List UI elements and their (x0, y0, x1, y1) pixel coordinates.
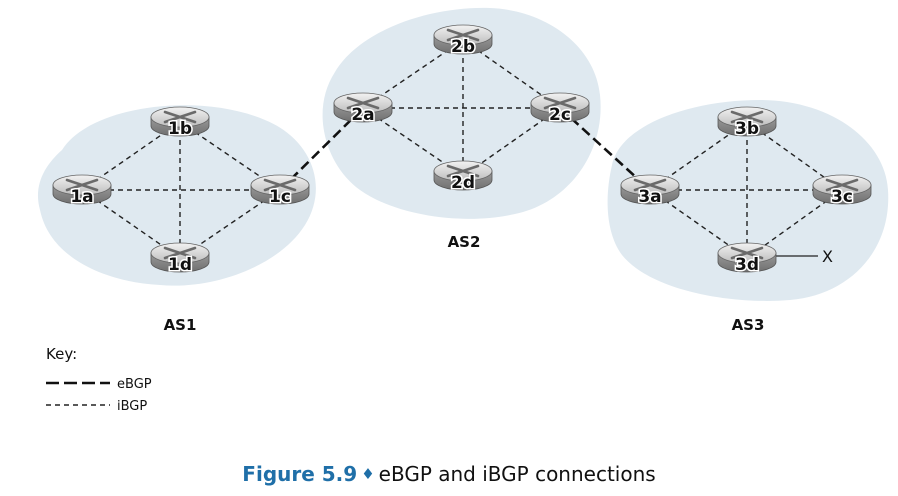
router-1b: 1b (150, 106, 210, 141)
router-label: 1d (168, 255, 192, 275)
router-2c: 2c (530, 92, 590, 127)
router-label: 3b (735, 119, 759, 139)
router-label: 3c (831, 187, 853, 207)
router-arrows-icon (446, 28, 480, 42)
router-arrows-icon (730, 110, 764, 124)
router-3d: 3d (717, 242, 777, 277)
router-2d: 2d (433, 160, 493, 195)
router-label: 1a (70, 187, 93, 207)
as1-label: AS1 (164, 316, 197, 334)
router-arrows-icon (346, 96, 380, 110)
router-arrows-icon (163, 110, 197, 124)
router-label: 1b (168, 119, 192, 139)
routers: 1a 1b 1c 1d 2a 2b 2c 2d 3a 3b 3c 3d (52, 24, 872, 277)
caption-text: eBGP and iBGP connections (378, 462, 656, 486)
router-label: 3d (735, 255, 759, 275)
router-label: 2b (451, 37, 475, 57)
router-arrows-icon (730, 246, 764, 260)
router-3a: 3a (620, 174, 680, 209)
router-1d: 1d (150, 242, 210, 277)
router-label: 1c (269, 187, 291, 207)
router-1a: 1a (52, 174, 112, 209)
figure-caption: Figure 5.9♦eBGP and iBGP connections (0, 462, 898, 486)
as2-label: AS2 (448, 233, 481, 251)
router-1c: 1c (250, 174, 310, 209)
external-link: X (776, 247, 833, 266)
router-arrows-icon (543, 96, 577, 110)
figure-number: Figure 5.9 (242, 462, 358, 486)
legend-ibgp-label: iBGP (117, 399, 147, 414)
ebgp-link-2c-3a (559, 107, 651, 191)
router-3c: 3c (812, 174, 872, 209)
legend-ebgp-label: eBGP (117, 377, 152, 392)
router-label: 2a (351, 105, 374, 125)
router-arrows-icon (633, 178, 667, 192)
router-arrows-icon (825, 178, 859, 192)
router-2b: 2b (433, 24, 493, 59)
legend-title: Key: (46, 345, 77, 363)
as3-label: AS3 (732, 316, 765, 334)
router-arrows-icon (163, 246, 197, 260)
as2-region (322, 7, 601, 219)
as1-region (37, 105, 316, 286)
router-arrows-icon (446, 164, 480, 178)
router-label: 2c (549, 105, 571, 125)
router-arrows-icon (263, 178, 297, 192)
legend: Key: eBGP iBGP (46, 345, 152, 414)
router-3b: 3b (717, 106, 777, 141)
caption-separator: ♦ (361, 465, 375, 483)
router-label: 3a (638, 187, 661, 207)
external-network-label: X (822, 247, 833, 266)
router-2a: 2a (333, 92, 393, 127)
router-arrows-icon (65, 178, 99, 192)
as3-region (607, 100, 889, 301)
router-label: 2d (451, 173, 475, 193)
